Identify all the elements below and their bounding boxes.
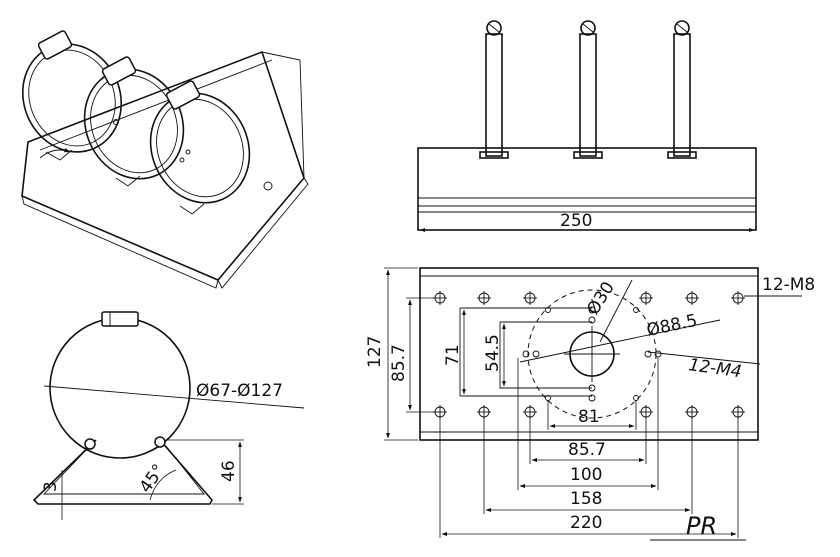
iso-plate-edge (21, 195, 219, 289)
front-post-1 (479, 20, 509, 159)
iso-hole (185, 149, 191, 155)
label-12-m4: 12-M4 (687, 355, 743, 382)
dim-46: 46 (219, 460, 239, 482)
leader-dia30 (599, 279, 633, 343)
label-dia30: Ø30 (583, 278, 619, 318)
iso-clamp-ring-3 (149, 80, 251, 215)
iso-hole (179, 157, 185, 163)
stand-outer (32, 439, 213, 505)
label-12-m8: 12-M8 (762, 275, 815, 295)
dim-158: 158 (570, 489, 602, 509)
leader-m4 (647, 351, 761, 365)
clamp-head (101, 311, 139, 327)
stand-inner (42, 445, 205, 495)
iso-clamp-ring-1 (21, 30, 123, 161)
isometric-view (21, 30, 309, 289)
dim-857-horizontal: 85.7 (568, 440, 606, 460)
dim-3: 3 (41, 481, 61, 492)
dim-100: 100 (570, 465, 602, 485)
label-angle: 45° (136, 461, 170, 497)
plan-plate (419, 267, 759, 441)
front-post-2 (573, 20, 603, 159)
stand-pin-left (84, 438, 96, 450)
iso-base-plate (21, 50, 305, 281)
brand-logo: PR (650, 512, 746, 541)
iso-plate-fold (39, 59, 273, 151)
iso-strap-arrow (39, 147, 71, 159)
plan-view: 12-M8 12-M4 Ø30 Ø88.5 127 85.7 71 54.5 8… (365, 267, 815, 538)
dim-71: 71 (443, 344, 463, 366)
dim-127: 127 (365, 336, 385, 368)
inner-rect-left2 (499, 322, 592, 389)
dim-857-vertical: 85.7 (389, 344, 409, 382)
bolt-circle-dashed (527, 289, 657, 419)
iso-plate-back (261, 51, 305, 179)
iso-clamp-ring-2 (83, 56, 185, 187)
dim-220: 220 (570, 513, 602, 533)
label-clamp-range: Ø67-Ø127 (196, 381, 283, 401)
front-view: 250 (417, 20, 757, 232)
iso-hole (263, 181, 273, 191)
iso-plate-side (217, 177, 309, 289)
angle-arc (149, 469, 177, 501)
m8-hole-row-top (433, 291, 745, 305)
leader-dia885 (519, 319, 721, 363)
dim-250: 250 (560, 211, 592, 231)
side-view: Ø67-Ø127 45° 46 3 (32, 311, 305, 520)
logo-text: PR (686, 512, 717, 540)
front-post-3 (667, 20, 697, 159)
dim-81: 81 (578, 407, 600, 427)
label-dia885: Ø88.5 (645, 311, 699, 341)
leader-clamp-range (43, 385, 305, 409)
dim-545: 54.5 (483, 334, 503, 372)
stand-pin-right (154, 436, 166, 448)
